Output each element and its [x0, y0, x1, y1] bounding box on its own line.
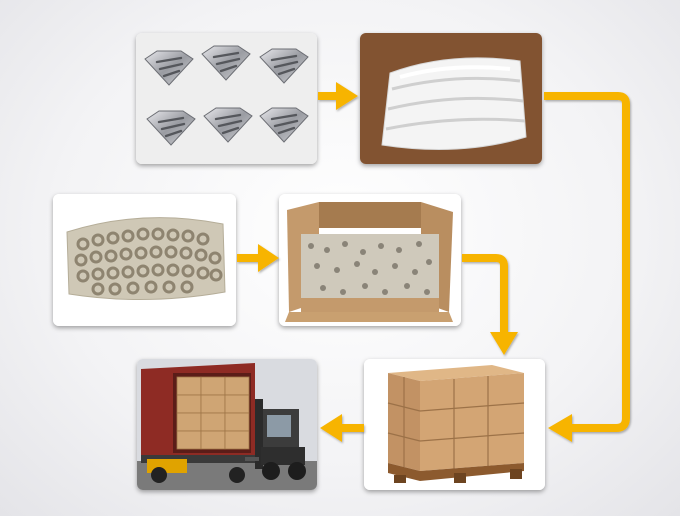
- photo-container-loading: [137, 359, 317, 490]
- arrow-wrap-to-pallet: [544, 92, 630, 442]
- arrow-carton-to-pallet: [462, 254, 518, 355]
- arrow-pallet-to-truck: [320, 414, 364, 442]
- open-box-photo: [279, 194, 461, 326]
- photo-palletized-cartons: [364, 359, 545, 490]
- arrow-bag-to-carton: [237, 244, 279, 272]
- arrow-diamond-to-wrap: [318, 82, 358, 110]
- forklift-truck-photo: [137, 359, 317, 490]
- photo-open-carton: [279, 194, 461, 326]
- diamond-parts-photo: [136, 33, 317, 164]
- photo-diamond-parts: [136, 33, 317, 164]
- photo-grommet-bag: [53, 194, 236, 326]
- pallet-photo: [364, 359, 545, 490]
- white-wrap-photo: [360, 33, 542, 164]
- photo-foam-wrap: [360, 33, 542, 164]
- grommets-bag-photo: [53, 194, 236, 326]
